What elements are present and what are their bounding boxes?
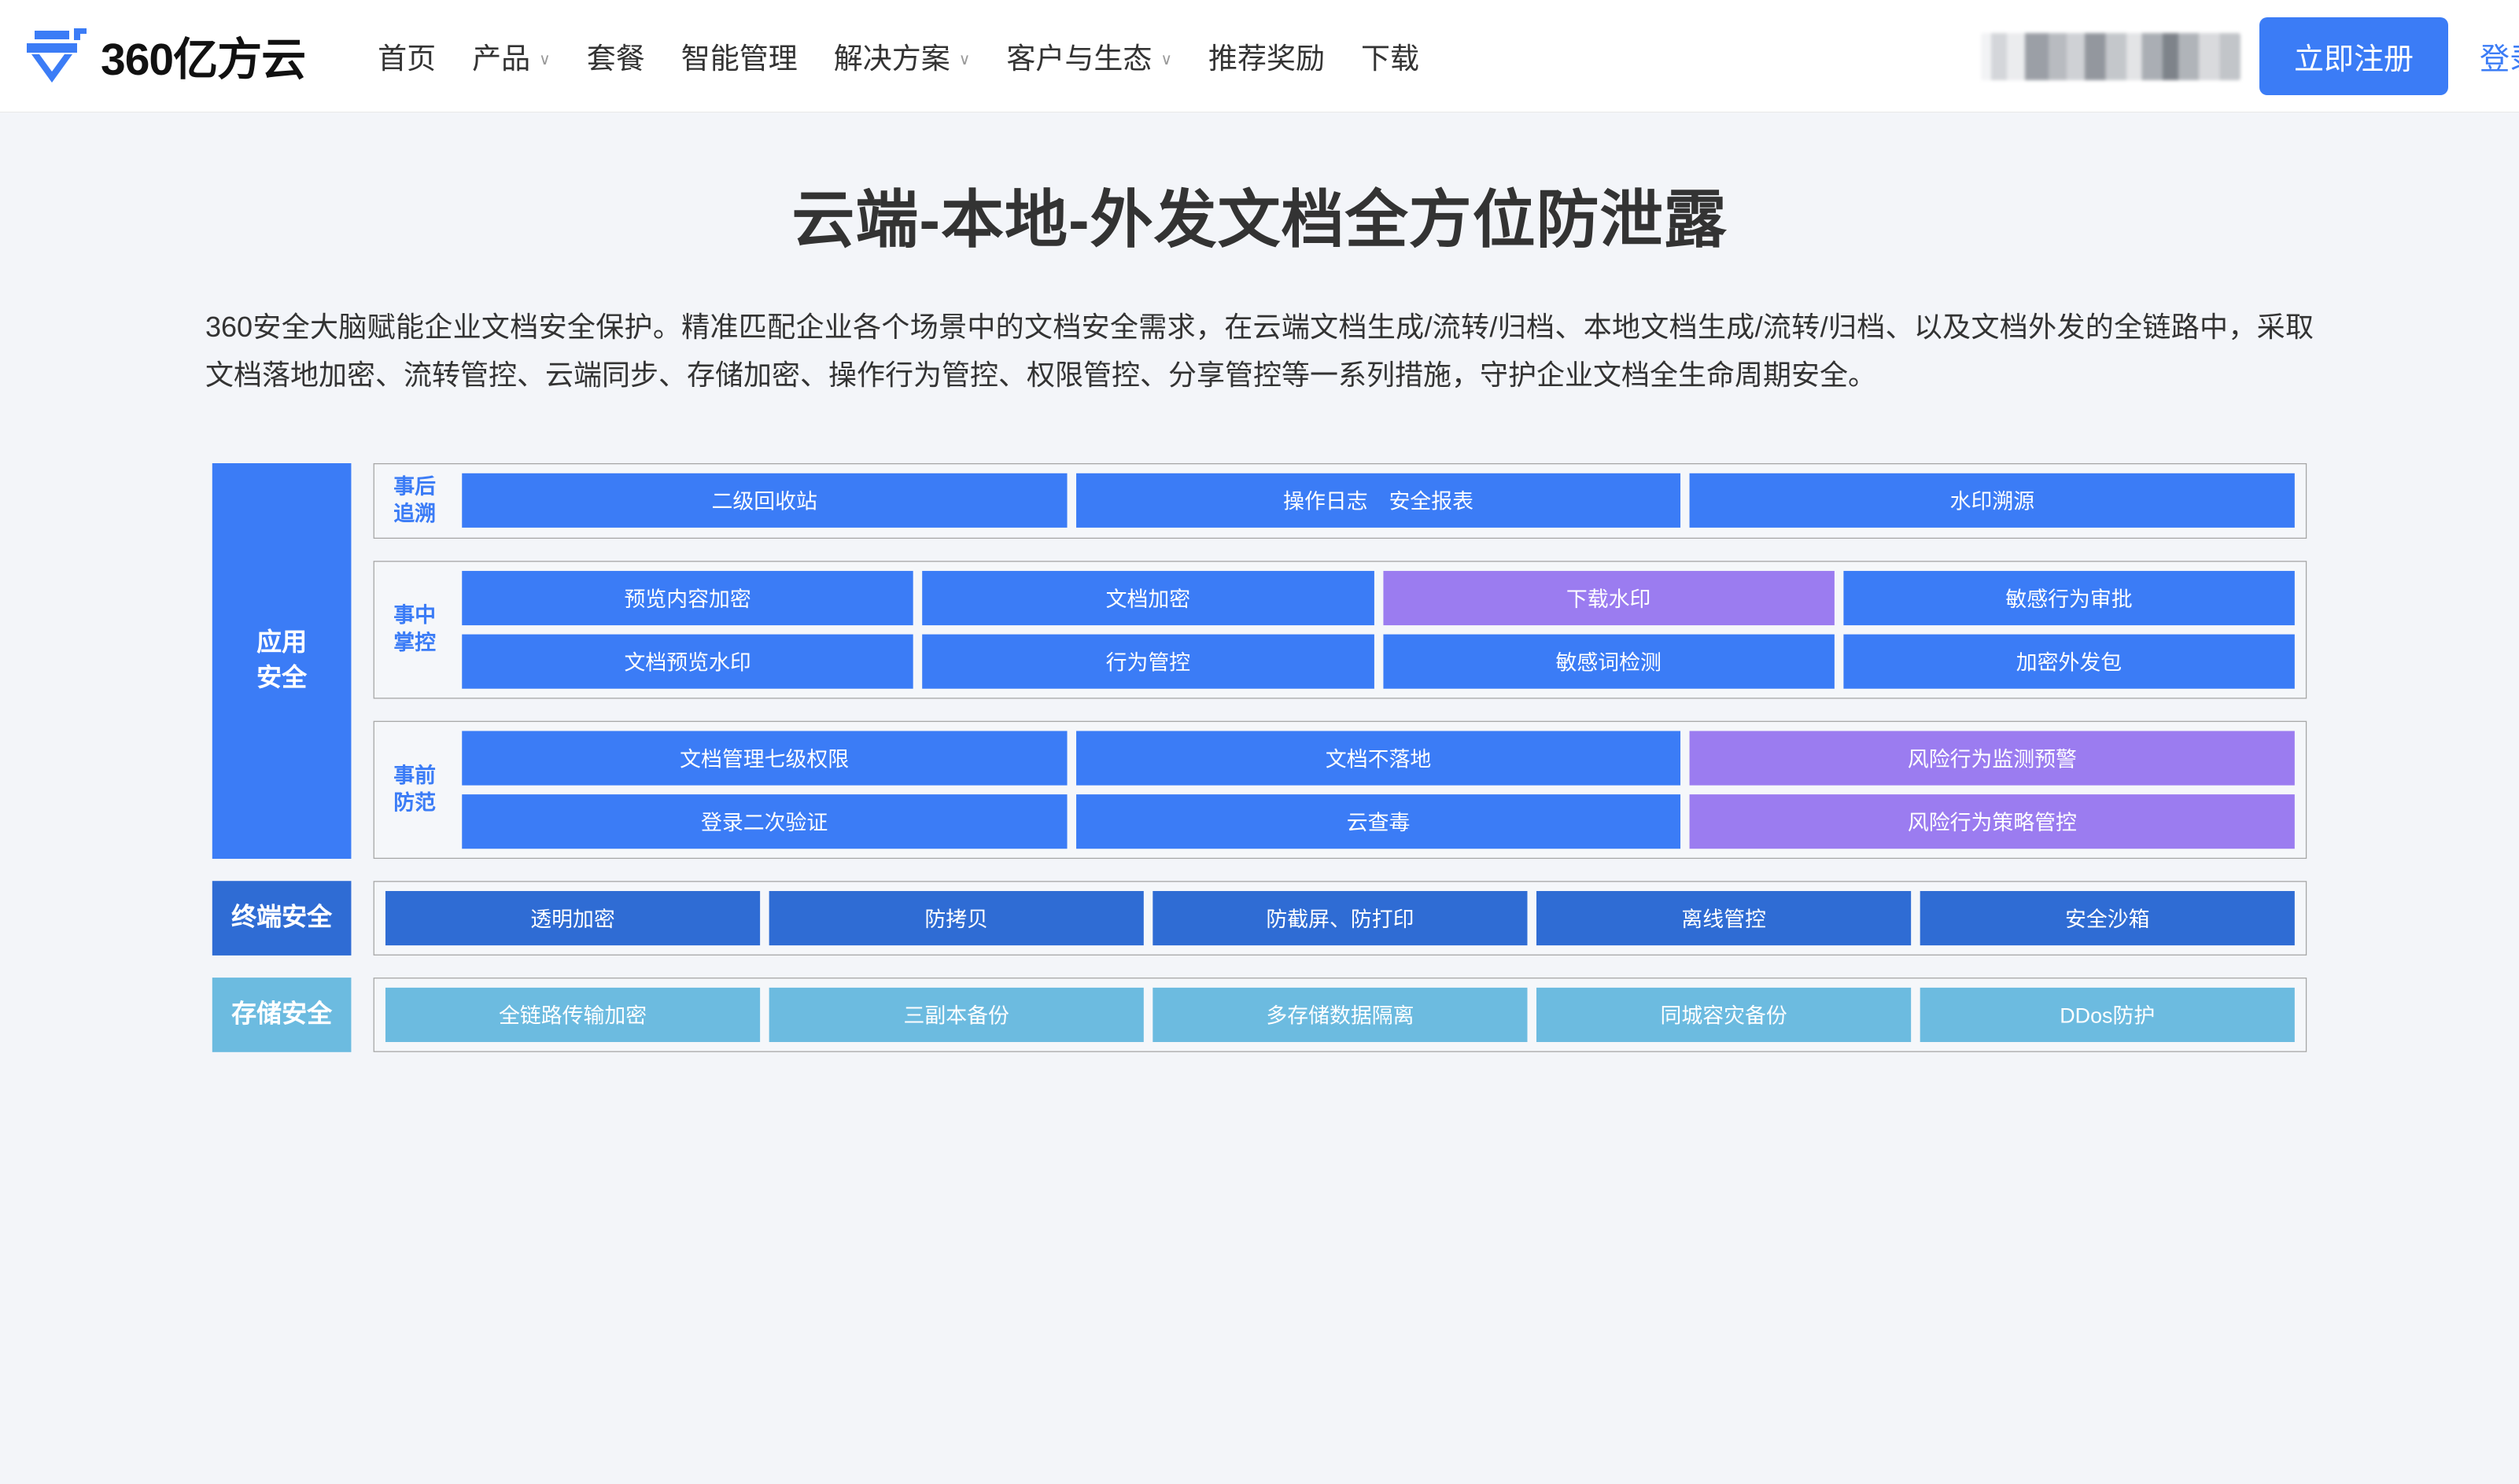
tile-grid: 透明加密 防拷贝 防截屏、防打印 离线管控 安全沙箱 xyxy=(385,890,2295,945)
redacted-account-region xyxy=(1980,32,2241,80)
nav-item-label: 智能管理 xyxy=(680,42,798,75)
stage-label-in-progress-control: 事中 掌控 xyxy=(393,602,450,657)
tile-same-city-disaster-recovery[interactable]: 同城容灾备份 xyxy=(1536,987,1912,1042)
tile-document-encryption[interactable]: 文档加密 xyxy=(922,570,1374,625)
tile-row: 预览内容加密 文档加密 下载水印 敏感行为审批 xyxy=(462,570,2295,625)
tile-watermark-tracing[interactable]: 水印溯源 xyxy=(1690,473,2295,528)
terminal-security-row: 终端安全 透明加密 防拷贝 防截屏、防打印 离线管控 安全沙箱 xyxy=(212,880,2307,956)
tile-ddos-protection[interactable]: DDos防护 xyxy=(1920,987,2295,1042)
stage-label-line1: 事后 xyxy=(393,475,436,499)
tile-sensitive-behavior-approval[interactable]: 敏感行为审批 xyxy=(1843,570,2295,625)
top-navigation-bar: 360亿方云 首页 产品 ∨ 套餐 智能管理 解决方案 ∨ 客户与生态 ∨ 推荐… xyxy=(0,0,2519,112)
nav-item-label: 产品 xyxy=(472,42,531,75)
nav-item-download[interactable]: 下载 xyxy=(1361,35,1419,77)
tile-triple-replica-backup[interactable]: 三副本备份 xyxy=(769,987,1144,1042)
nav-item-smart-management[interactable]: 智能管理 xyxy=(681,35,798,77)
tile-row: 全链路传输加密 三副本备份 多存储数据隔离 同城容灾备份 DDos防护 xyxy=(385,987,2295,1042)
chevron-down-icon: ∨ xyxy=(539,50,551,68)
hero-section: 云端-本地-外发文档全方位防泄露 360安全大脑赋能企业文档安全保护。精准匹配企… xyxy=(0,112,2519,399)
tile-cloud-antivirus[interactable]: 云查毒 xyxy=(1075,794,1681,849)
tile-offline-control[interactable]: 离线管控 xyxy=(1536,890,1912,945)
nav-item-referral-rewards[interactable]: 推荐奖励 xyxy=(1208,35,1325,77)
tile-row: 透明加密 防拷贝 防截屏、防打印 离线管控 安全沙箱 xyxy=(385,890,2295,945)
tile-security-sandbox[interactable]: 安全沙箱 xyxy=(1920,890,2295,945)
stage-label-post-incident: 事后 追溯 xyxy=(393,473,450,528)
tile-anti-copy[interactable]: 防拷贝 xyxy=(769,890,1144,945)
nav-item-products[interactable]: 产品 ∨ xyxy=(472,35,551,77)
pen-nib-icon xyxy=(27,28,87,83)
tile-encrypted-outbound-package[interactable]: 加密外发包 xyxy=(1843,634,2295,689)
nav-item-solutions[interactable]: 解决方案 ∨ xyxy=(834,35,971,77)
tile-grid: 全链路传输加密 三副本备份 多存储数据隔离 同城容灾备份 DDos防护 xyxy=(385,987,2295,1042)
login-link[interactable]: 登录 xyxy=(2479,43,2519,76)
tile-no-local-document[interactable]: 文档不落地 xyxy=(1075,730,1681,786)
tile-grid: 二级回收站 操作日志 安全报表 水印溯源 xyxy=(462,473,2295,528)
page-title: 云端-本地-外发文档全方位防泄露 xyxy=(791,185,1728,255)
tile-anti-screenshot-print[interactable]: 防截屏、防打印 xyxy=(1153,890,1528,945)
nav-item-label: 首页 xyxy=(378,42,437,75)
application-security-row: 应用 安全 事后 追溯 二级回收站 操作日志 安全报表 水印溯源 xyxy=(212,463,2307,859)
nav-item-label: 套餐 xyxy=(586,42,645,75)
tile-sensitive-word-detection[interactable]: 敏感词检测 xyxy=(1382,634,1835,689)
terminal-security-panel: 透明加密 防拷贝 防截屏、防打印 离线管控 安全沙箱 xyxy=(373,880,2307,956)
tile-transparent-encryption[interactable]: 透明加密 xyxy=(385,890,761,945)
register-button[interactable]: 立即注册 xyxy=(2259,17,2448,95)
stage-label-line2: 追溯 xyxy=(393,503,436,526)
chevron-down-icon: ∨ xyxy=(1160,50,1173,68)
tile-row: 登录二次验证 云查毒 风险行为策略管控 xyxy=(462,794,2295,849)
nav-actions: 立即注册 登录 xyxy=(1980,0,2519,112)
tile-seven-level-permissions[interactable]: 文档管理七级权限 xyxy=(462,730,1068,786)
nav-item-label: 解决方案 xyxy=(833,42,950,75)
storage-security-label: 存储安全 xyxy=(212,977,352,1052)
stage-panel-in-progress-control: 事中 掌控 预览内容加密 文档加密 下载水印 敏感行为审批 文档预览水印 行为管… xyxy=(373,560,2307,698)
nav-item-customers-ecosystem[interactable]: 客户与生态 ∨ xyxy=(1006,35,1172,77)
tile-login-two-factor[interactable]: 登录二次验证 xyxy=(462,794,1068,849)
chevron-down-icon: ∨ xyxy=(958,50,971,68)
tile-operation-log-security-report[interactable]: 操作日志 安全报表 xyxy=(1075,473,1681,528)
tile-download-watermark[interactable]: 下载水印 xyxy=(1382,570,1835,625)
stage-panel-post-incident: 事后 追溯 二级回收站 操作日志 安全报表 水印溯源 xyxy=(373,463,2307,539)
app-security-label-line2: 安全 xyxy=(256,664,308,692)
brand-name: 360亿方云 xyxy=(101,35,306,85)
stage-panel-pre-incident-prevention: 事前 防范 文档管理七级权限 文档不落地 风险行为监测预警 登录二次验证 云查毒… xyxy=(373,720,2307,859)
application-security-label: 应用 安全 xyxy=(212,463,352,859)
brand-logo-link[interactable]: 360亿方云 xyxy=(24,24,306,88)
app-security-label-line1: 应用 xyxy=(256,628,308,657)
tile-grid: 预览内容加密 文档加密 下载水印 敏感行为审批 文档预览水印 行为管控 敏感词检… xyxy=(462,570,2295,689)
tile-risk-behavior-monitoring[interactable]: 风险行为监测预警 xyxy=(1690,730,2295,786)
tile-document-preview-watermark[interactable]: 文档预览水印 xyxy=(462,634,913,689)
tile-recycle-bin[interactable]: 二级回收站 xyxy=(462,473,1068,528)
nav-item-label: 客户与生态 xyxy=(1006,42,1153,75)
stage-label-line1: 事前 xyxy=(393,764,436,787)
nav-item-home[interactable]: 首页 xyxy=(378,35,436,77)
tile-behavior-control[interactable]: 行为管控 xyxy=(922,634,1374,689)
storage-security-row: 存储安全 全链路传输加密 三副本备份 多存储数据隔离 同城容灾备份 DDos防护 xyxy=(212,977,2307,1052)
stage-label-line1: 事中 xyxy=(393,603,436,628)
nav-item-label: 推荐奖励 xyxy=(1208,42,1326,75)
nav-item-packages[interactable]: 套餐 xyxy=(587,35,645,77)
stage-label-line2: 掌控 xyxy=(393,631,436,655)
security-architecture-diagram: 应用 安全 事后 追溯 二级回收站 操作日志 安全报表 水印溯源 xyxy=(212,463,2307,1052)
stage-label-line2: 防范 xyxy=(393,791,436,815)
tile-multi-storage-data-isolation[interactable]: 多存储数据隔离 xyxy=(1153,987,1528,1042)
tile-row: 文档预览水印 行为管控 敏感词检测 加密外发包 xyxy=(462,634,2295,689)
application-security-stages: 事后 追溯 二级回收站 操作日志 安全报表 水印溯源 事中 掌控 xyxy=(373,463,2307,859)
nav-item-label: 下载 xyxy=(1361,42,1420,75)
page-description: 360安全大脑赋能企业文档安全保护。精准匹配企业各个场景中的文档安全需求，在云端… xyxy=(205,311,2314,391)
storage-security-panel: 全链路传输加密 三副本备份 多存储数据隔离 同城容灾备份 DDos防护 xyxy=(373,977,2307,1052)
tile-row: 二级回收站 操作日志 安全报表 水印溯源 xyxy=(462,473,2295,528)
tile-grid: 文档管理七级权限 文档不落地 风险行为监测预警 登录二次验证 云查毒 风险行为策… xyxy=(462,730,2295,849)
tile-full-link-transmission-encryption[interactable]: 全链路传输加密 xyxy=(385,987,761,1042)
nav-links: 首页 产品 ∨ 套餐 智能管理 解决方案 ∨ 客户与生态 ∨ 推荐奖励 下载 xyxy=(378,35,1455,77)
tile-row: 文档管理七级权限 文档不落地 风险行为监测预警 xyxy=(462,730,2295,786)
terminal-security-label: 终端安全 xyxy=(212,880,352,956)
stage-label-pre-incident-prevention: 事前 防范 xyxy=(393,762,450,817)
tile-preview-content-encryption[interactable]: 预览内容加密 xyxy=(462,570,913,625)
tile-risk-behavior-policy[interactable]: 风险行为策略管控 xyxy=(1690,794,2295,849)
